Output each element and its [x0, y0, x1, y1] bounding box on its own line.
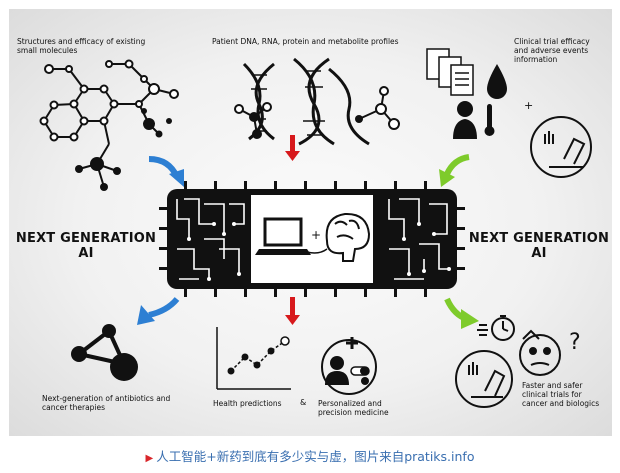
- clipboard-icon: [426, 48, 474, 96]
- brain-icon: [325, 212, 371, 262]
- label-personalized: Personalized and precision medicine: [318, 399, 389, 417]
- trial-microscope-icon: [455, 350, 513, 408]
- image-caption: ▶人工智能+新药到底有多少实与虚，图片来自pratiks.info: [0, 446, 620, 465]
- label-ampersand: &: [300, 398, 307, 407]
- output-arrow-red: [290, 297, 295, 315]
- svg-text:?: ?: [569, 330, 581, 355]
- chip-icon: [159, 181, 465, 297]
- molecule-atoms: [75, 108, 172, 191]
- label-antibiotics: Next-generation of antibiotics and cance…: [42, 394, 171, 412]
- svg-text:+: +: [524, 99, 533, 112]
- diagram-figure: +: [9, 9, 612, 436]
- microscope-icon: [530, 116, 592, 178]
- patient-face-icon: ?: [519, 329, 581, 376]
- pills-icon: [321, 337, 377, 395]
- input-arrow-red: [290, 135, 295, 151]
- thermometer-icon: [453, 101, 495, 139]
- caption-marker-icon: ▶: [145, 453, 154, 464]
- label-health-predictions: Health predictions: [213, 399, 282, 408]
- svg-text:+: +: [311, 228, 321, 242]
- laptop-icon: [255, 217, 328, 255]
- blood-drop-icon: [487, 64, 507, 99]
- label-clinical-trial: Clinical trial efficacy and adverse even…: [514, 37, 590, 64]
- molecule-icon: [39, 59, 179, 188]
- small-molecule-icon: [234, 86, 400, 135]
- stopwatch-icon: [477, 315, 515, 341]
- caption-text: 人工智能+新药到底有多少实与虚，图片来自pratiks.info: [156, 449, 475, 464]
- output-arrow-blue: [148, 297, 180, 318]
- label-structures: Structures and efficacy of existing smal…: [17, 37, 146, 55]
- input-arrow-green: [444, 154, 470, 176]
- label-faster-trials: Faster and safer clinical trials for can…: [522, 381, 600, 408]
- label-patient-profiles: Patient DNA, RNA, protein and metabolite…: [212, 37, 399, 46]
- line-chart-icon: [216, 327, 291, 390]
